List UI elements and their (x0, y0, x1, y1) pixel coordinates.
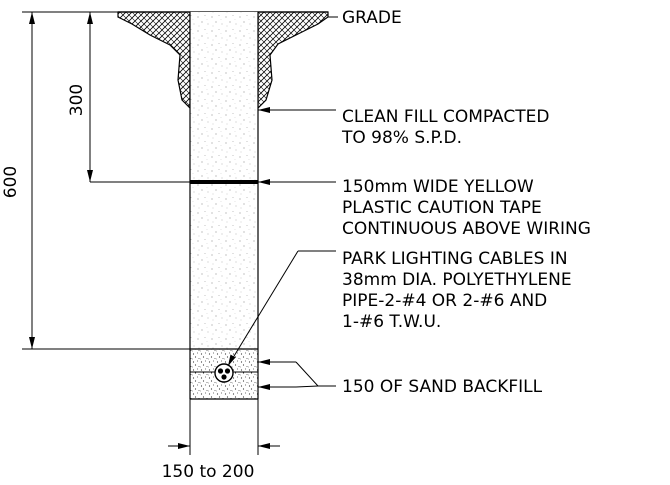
label-sand: 150 OF SAND BACKFILL (342, 377, 543, 397)
ground-hatch-right (257, 11, 329, 110)
dimension-total-depth (22, 11, 190, 350)
dimension-trench-width-label: 150 to 200 (162, 462, 255, 482)
ground-hatch-left (117, 11, 191, 110)
dimension-total-depth-label: 600 (1, 166, 21, 198)
label-cables: PARK LIGHTING CABLES IN 38mm DIA. POLYET… (342, 249, 577, 332)
leader-sand (258, 359, 336, 390)
label-cables-line-3: PIPE-2-#4 OR 2-#6 AND (342, 291, 547, 311)
dimension-trench-width (168, 399, 280, 455)
label-cables-line-2: 38mm DIA. POLYETHYLENE (342, 270, 572, 290)
label-caution-tape-line-3: CONTINUOUS ABOVE WIRING (342, 219, 591, 239)
leader-caution-tape (258, 179, 336, 185)
leader-cables (227, 250, 336, 367)
dimension-tape-depth-label: 300 (67, 84, 87, 116)
label-caution-tape-line-1: 150mm WIDE YELLOW (342, 177, 534, 197)
label-cables-line-4: 1-#6 T.W.U. (342, 312, 441, 332)
label-clean-fill: CLEAN FILL COMPACTED TO 98% S.P.D. (341, 107, 555, 148)
label-clean-fill-line-1: CLEAN FILL COMPACTED (342, 107, 549, 127)
label-caution-tape: 150mm WIDE YELLOW PLASTIC CAUTION TAPE C… (342, 177, 591, 239)
dimension-tape-depth (87, 12, 190, 183)
leader-clean-fill (258, 107, 336, 113)
label-clean-fill-line-2: TO 98% S.P.D. (341, 128, 462, 148)
label-cables-line-1: PARK LIGHTING CABLES IN (342, 249, 568, 269)
conduit-icon (214, 363, 234, 383)
label-caution-tape-line-2: PLASTIC CAUTION TAPE (342, 198, 542, 218)
label-grade: GRADE (342, 8, 402, 28)
